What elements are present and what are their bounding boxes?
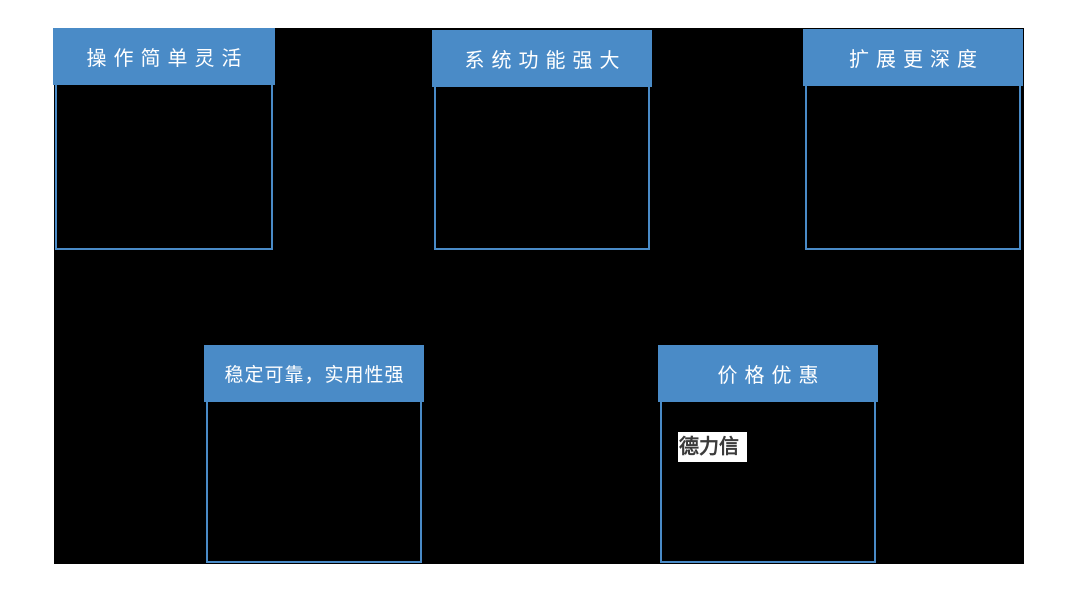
feature-box-body bbox=[206, 402, 422, 563]
feature-box-body bbox=[805, 86, 1021, 250]
feature-box-body: 德力信 bbox=[660, 402, 876, 563]
feature-box-title: 扩展更深度 bbox=[849, 49, 984, 71]
feature-box-title-bar: 扩展更深度 bbox=[803, 29, 1023, 86]
feature-box-system: 系统功能强大 bbox=[432, 30, 652, 250]
feature-box-price: 价格优惠 德力信 bbox=[658, 345, 878, 563]
feature-box-title: 系统功能强大 bbox=[464, 50, 627, 72]
feature-box-stability: 稳定可靠，实用性强 bbox=[204, 345, 424, 563]
brand-label: 德力信 bbox=[678, 432, 747, 462]
feature-box-operation: 操作简单灵活 bbox=[53, 28, 275, 250]
feature-box-extension: 扩展更深度 bbox=[803, 29, 1023, 250]
feature-box-body bbox=[434, 87, 650, 250]
feature-box-title-bar: 系统功能强大 bbox=[432, 30, 652, 87]
feature-box-title: 价格优惠 bbox=[717, 365, 826, 387]
feature-box-title: 操作简单灵活 bbox=[86, 48, 249, 70]
feature-box-body bbox=[55, 85, 273, 250]
feature-box-title-bar: 操作简单灵活 bbox=[53, 28, 275, 85]
feature-box-title-bar: 稳定可靠，实用性强 bbox=[204, 345, 424, 402]
feature-box-title-bar: 价格优惠 bbox=[658, 345, 878, 402]
feature-box-title: 稳定可靠，实用性强 bbox=[224, 365, 405, 386]
